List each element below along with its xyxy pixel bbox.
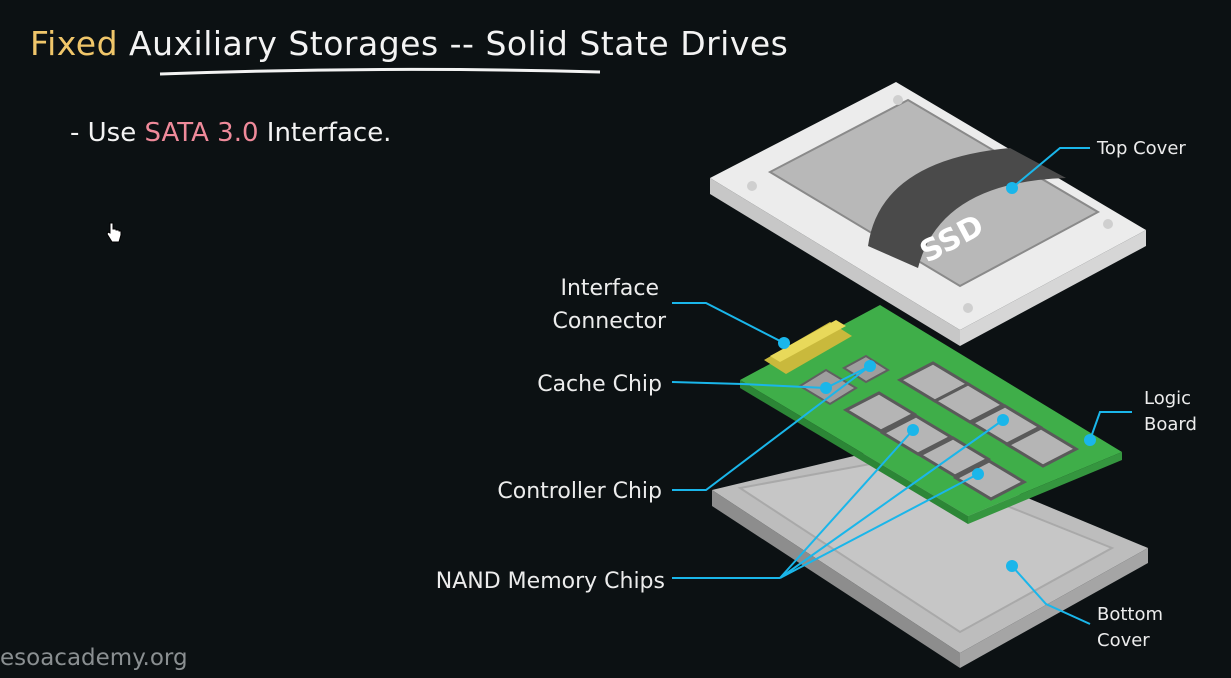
bullet-prefix: - Use xyxy=(70,118,145,148)
label-interface-connector-2: Connector xyxy=(553,309,667,334)
label-controller-chip: Controller Chip xyxy=(497,479,662,504)
title-accent: Fixed xyxy=(30,24,119,63)
logic-board-part xyxy=(740,305,1122,524)
hand-cursor-icon xyxy=(106,222,122,243)
title-underline xyxy=(159,67,601,76)
label-top-cover: Top Cover xyxy=(1096,138,1186,159)
bullet-point: - Use SATA 3.0 Interface. xyxy=(70,118,391,148)
label-bottom-cover-2: Cover xyxy=(1097,630,1150,651)
label-logic-board-2: Board xyxy=(1144,414,1197,435)
bullet-suffix: Interface. xyxy=(258,118,392,148)
slide-title: Fixed Auxiliary Storages -- Solid State … xyxy=(30,24,788,63)
label-logic-board-1: Logic xyxy=(1144,388,1191,409)
bullet-highlight: SATA 3.0 xyxy=(144,118,259,148)
label-nand-chips: NAND Memory Chips xyxy=(436,569,665,594)
title-rest: Auxiliary Storages -- Solid State Drives xyxy=(129,24,789,63)
label-bottom-cover-1: Bottom xyxy=(1097,604,1163,625)
pointer-lines xyxy=(671,147,1132,625)
label-cache-chip: Cache Chip xyxy=(537,372,662,397)
top-cover-part: SSD xyxy=(710,82,1146,346)
watermark: esoacademy.org xyxy=(0,645,188,671)
label-interface-connector-1: Interface xyxy=(561,276,660,301)
pointer-dots xyxy=(778,182,1096,572)
bottom-cover-part xyxy=(712,445,1148,668)
